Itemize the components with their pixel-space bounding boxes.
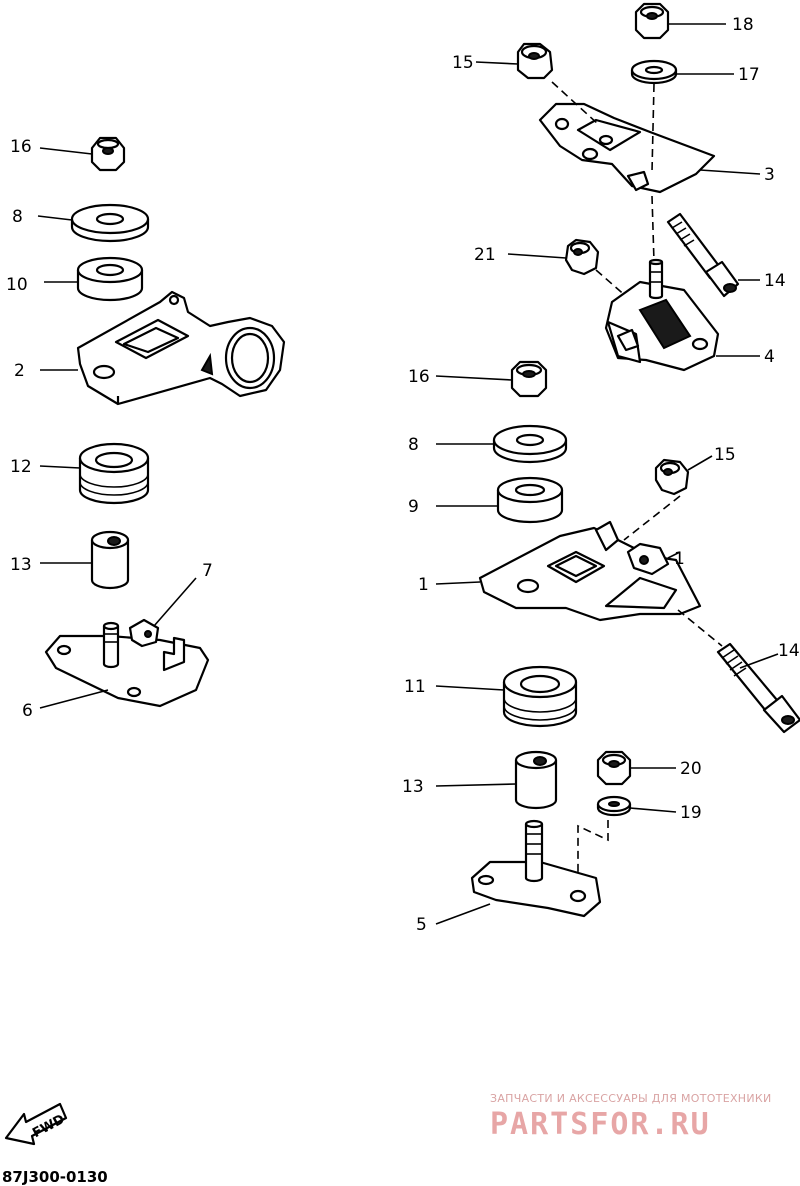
callout-1: 1 — [418, 575, 429, 595]
callout-13-left: 13 — [10, 555, 32, 575]
callout-21: 21 — [474, 245, 496, 265]
bracket-1 — [478, 520, 702, 622]
collar-9 — [496, 476, 564, 524]
mount-plate-6 — [44, 621, 210, 708]
forward-arrow-icon: FWD — [4, 1102, 67, 1146]
bracket-3 — [538, 102, 716, 194]
watermark-tagline: ЗАПЧАСТИ И АКСЕССУАРЫ ДЛЯ МОТОТЕХНИКИ — [490, 1092, 772, 1105]
bolt-14-lower — [716, 642, 800, 734]
dash-15-to-1 — [623, 495, 681, 541]
callout-16-right: 16 — [408, 367, 430, 387]
callout-19: 19 — [680, 803, 702, 823]
callout-7: 7 — [202, 561, 213, 581]
dash-1-to-14 — [677, 609, 723, 647]
nut-15-right — [654, 458, 690, 496]
nut-20 — [596, 750, 632, 786]
watermark-brand: PARTSFOR.RU — [490, 1107, 711, 1142]
callout-2: 2 — [14, 361, 25, 381]
mount-plate-5 — [470, 819, 602, 918]
mount-4 — [604, 258, 720, 372]
dash-19-to-5 — [577, 820, 609, 886]
washer-8-right — [492, 424, 568, 464]
washer-19 — [596, 795, 632, 817]
bolt-14-upper — [666, 212, 740, 298]
callout-13-right: 13 — [402, 777, 424, 797]
bracket-2 — [76, 290, 286, 406]
leader-1 — [435, 581, 481, 585]
dash-17-to-3 — [651, 83, 655, 173]
leader-1-inner — [667, 551, 681, 559]
grommet-12 — [78, 442, 150, 505]
washer-17 — [630, 59, 678, 85]
callout-11: 11 — [404, 677, 426, 697]
callout-12: 12 — [10, 457, 32, 477]
leader-11 — [435, 685, 505, 691]
callout-1-inner: 1 — [674, 549, 685, 569]
leader-15-right — [687, 455, 713, 471]
callout-17: 17 — [738, 65, 760, 85]
nut-16-left — [90, 136, 126, 172]
dash-21-to-4 — [595, 269, 629, 299]
callout-8-left: 8 — [12, 207, 23, 227]
callout-18: 18 — [732, 15, 754, 35]
callout-8-right: 8 — [408, 435, 419, 455]
callout-20: 20 — [680, 759, 702, 779]
diagram-code: 87J300-0130 — [2, 1168, 108, 1186]
dash-15-to-3 — [551, 81, 599, 125]
callout-14-upper: 14 — [764, 271, 786, 291]
leader-19 — [629, 807, 677, 813]
dash-3-to-4 — [651, 195, 655, 263]
sleeve-13-right — [514, 750, 558, 810]
leader-5 — [435, 903, 491, 925]
nut-18 — [634, 2, 670, 40]
nut-15-top — [516, 42, 554, 80]
nut-16-right — [510, 360, 548, 398]
grommet-11 — [502, 665, 578, 728]
callout-10: 10 — [6, 275, 28, 295]
callout-5: 5 — [416, 915, 427, 935]
leader-12 — [39, 465, 81, 469]
callout-3: 3 — [764, 165, 775, 185]
leader-13-right — [435, 783, 517, 787]
leader-16-right — [435, 375, 513, 381]
leader-15-top — [475, 61, 519, 65]
collar-10 — [76, 256, 144, 302]
leader-6 — [39, 689, 109, 709]
callout-15-top: 15 — [452, 53, 474, 73]
leader-3 — [699, 169, 761, 175]
washer-8-left — [70, 203, 150, 243]
sleeve-13-left — [90, 530, 130, 590]
leader-14-lower — [739, 653, 779, 669]
callout-9: 9 — [408, 497, 419, 517]
leader-16-left — [39, 147, 93, 155]
callout-16-left: 16 — [10, 137, 32, 157]
callout-4: 4 — [764, 347, 775, 367]
leader-21 — [507, 253, 567, 259]
callout-15-right: 15 — [714, 445, 736, 465]
leader-7 — [153, 577, 197, 627]
leader-8-left — [37, 215, 73, 221]
clip-7 — [128, 618, 160, 648]
nut-21 — [564, 238, 600, 276]
callout-6: 6 — [22, 701, 33, 721]
watermark: ЗАПЧАСТИ И АКСЕССУАРЫ ДЛЯ МОТОТЕХНИКИ PA… — [490, 1092, 772, 1142]
callout-14-lower: 14 — [778, 641, 800, 661]
